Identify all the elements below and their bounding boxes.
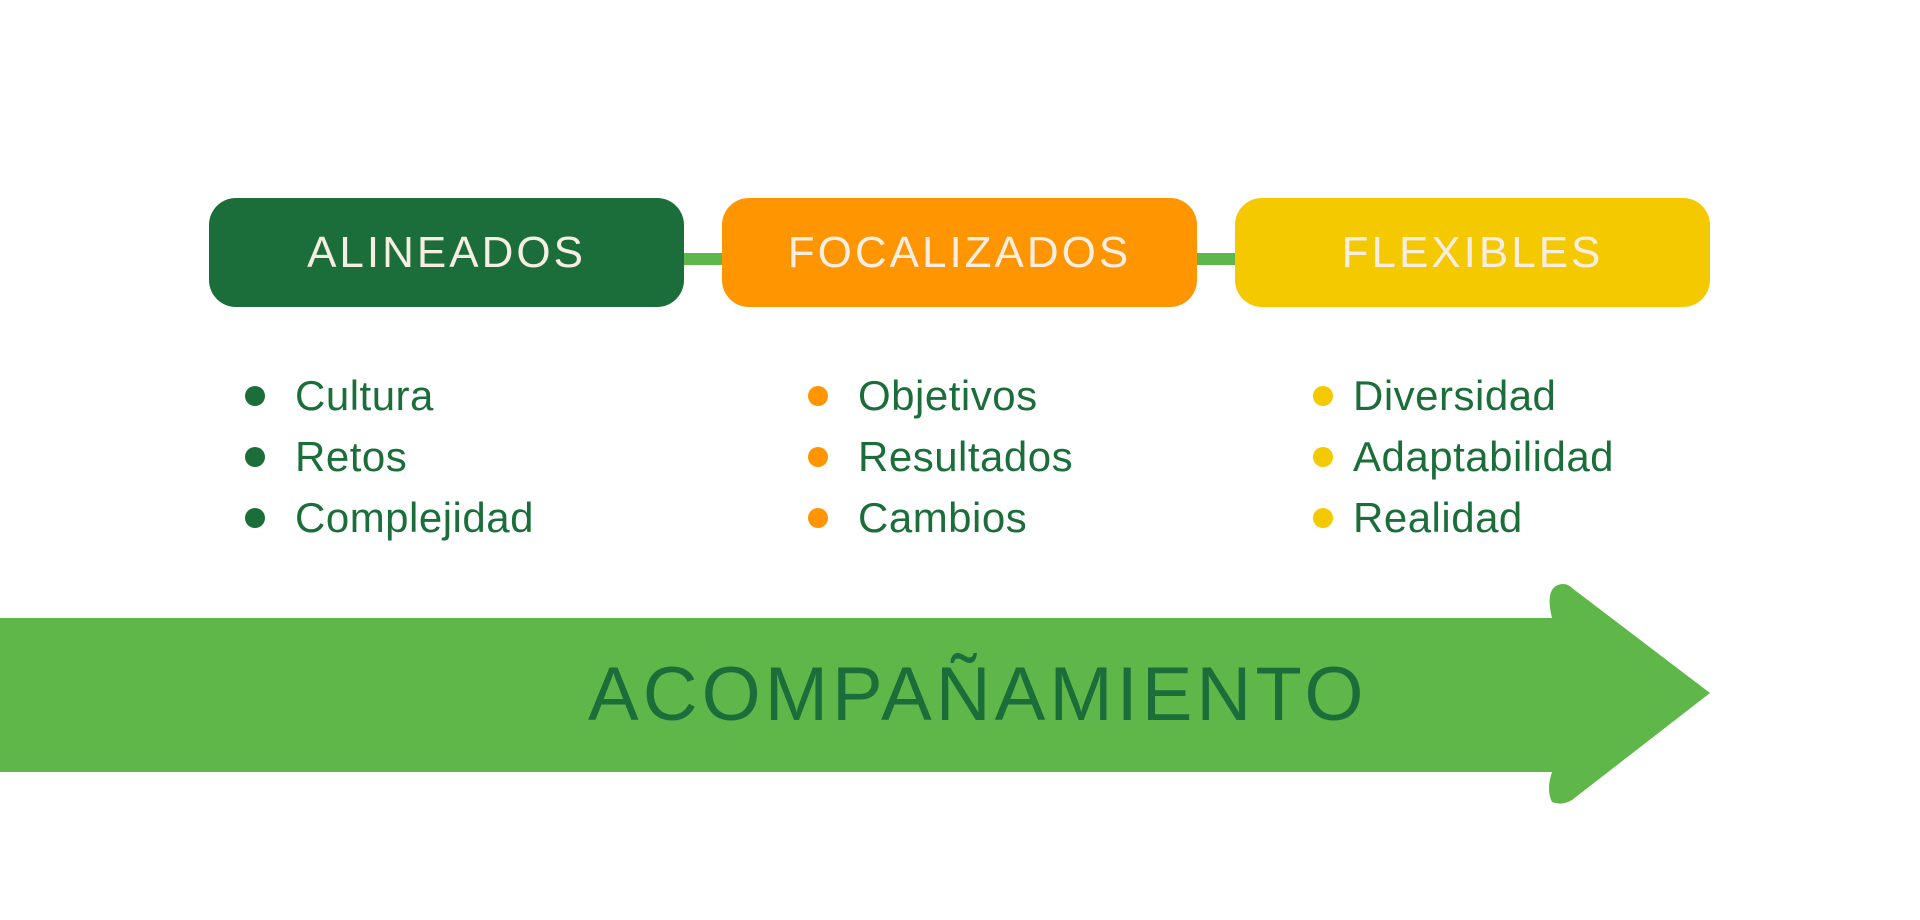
item-label: Complejidad <box>295 493 534 541</box>
list-item: Cultura <box>245 365 534 426</box>
stage-title: FLEXIBLES <box>1341 227 1604 277</box>
list-item: Cambios <box>808 487 1073 548</box>
item-label: Realidad <box>1353 493 1523 541</box>
bullet-icon <box>245 385 265 406</box>
bullet-icon <box>245 507 265 528</box>
bullet-icon <box>245 446 265 467</box>
list-item: Objetivos <box>808 365 1073 426</box>
item-label: Cambios <box>858 493 1028 541</box>
list-item: Adaptabilidad <box>1313 426 1614 487</box>
stage-title: FOCALIZADOS <box>787 227 1132 277</box>
item-label: Cultura <box>295 371 434 419</box>
item-label: Adaptabilidad <box>1353 432 1615 480</box>
bullet-icon <box>808 446 828 467</box>
list-item: Diversidad <box>1313 365 1614 426</box>
list-item: Complejidad <box>245 487 534 548</box>
list-item: Realidad <box>1313 487 1614 548</box>
bullet-icon <box>1313 507 1333 528</box>
stage-title: ALINEADOS <box>307 227 586 277</box>
bullet-icon <box>808 507 828 528</box>
bullet-icon <box>1313 446 1333 467</box>
list-flexibles: Diversidad Adaptabilidad Realidad <box>1313 365 1614 548</box>
item-label: Retos <box>295 432 408 480</box>
bullet-icon <box>808 385 828 406</box>
connector-line <box>684 253 722 265</box>
item-label: Diversidad <box>1353 371 1557 419</box>
stage-box-flexibles: FLEXIBLES <box>1235 198 1710 307</box>
bullet-icon <box>1313 385 1333 406</box>
item-label: Objetivos <box>858 371 1038 419</box>
arrow-shape <box>0 584 1710 804</box>
arrow-label: ACOMPAÑAMIENTO <box>588 652 1368 737</box>
connector-line <box>1197 253 1235 265</box>
progress-arrow <box>0 584 1710 804</box>
list-alineados: Cultura Retos Complejidad <box>245 365 534 548</box>
stage-box-focalizados: FOCALIZADOS <box>722 198 1197 307</box>
stage-box-alineados: ALINEADOS <box>209 198 684 307</box>
list-item: Resultados <box>808 426 1073 487</box>
list-focalizados: Objetivos Resultados Cambios <box>808 365 1073 548</box>
list-item: Retos <box>245 426 534 487</box>
item-label: Resultados <box>858 432 1074 480</box>
